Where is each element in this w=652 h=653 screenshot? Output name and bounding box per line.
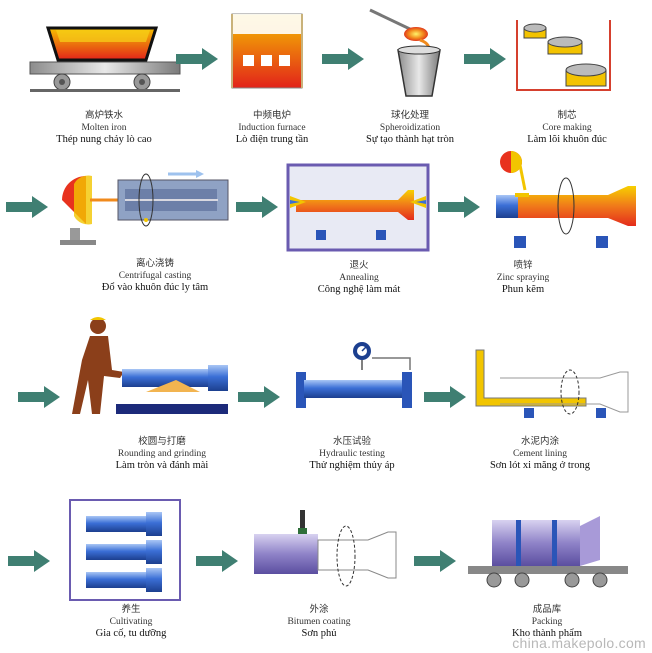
induction-furnace-illustration: [231, 13, 303, 89]
bitumen-coating-illustration: [254, 510, 397, 587]
caption-vi: Đổ vào khuôn đúc ly tâm: [101, 282, 209, 293]
caption-en: Spheroidization: [379, 123, 441, 133]
flow-arrow: [176, 48, 218, 70]
caption-en: Cement lining: [512, 449, 568, 459]
caption-cn: 球化处理: [390, 110, 429, 121]
caption-cn: 水压试验: [332, 436, 371, 447]
caption-cn: 离心浇铸: [135, 258, 174, 269]
cultivating-illustration: [69, 499, 181, 601]
caption-vi: Sơn lót xi măng ở trong: [489, 460, 591, 471]
caption-en: Cultivating: [109, 617, 153, 627]
rounding-grinding-illustration: [72, 317, 228, 414]
caption-cn: 养生: [121, 604, 141, 615]
flow-arrow: [6, 196, 48, 218]
caption-vi: Làm tròn và đánh mài: [115, 460, 209, 471]
caption-vi: Gia cố, tu dưỡng: [95, 628, 167, 639]
step-caption-core-making: 制芯 Core making Làm lõi khuôn đúc: [482, 110, 652, 146]
step-caption-cement-lining: 水泥内涂 Cement lining Sơn lót xi măng ở tro…: [455, 436, 625, 472]
flow-arrow: [238, 386, 280, 408]
flow-arrow: [322, 48, 364, 70]
zinc-spraying-illustration: [496, 151, 636, 248]
caption-vi: Làm lõi khuôn đúc: [527, 134, 607, 145]
watermark: china.makepolo.com: [512, 635, 646, 651]
caption-cn: 中频电炉: [252, 110, 291, 121]
caption-vi: Công nghệ làm mát: [317, 284, 401, 295]
caption-en: Core making: [542, 123, 592, 133]
step-caption-rounding-grinding: 校圆与打磨 Rounding and grinding Làm tròn và …: [77, 436, 247, 472]
step-caption-spheroidization: 球化处理 Spheroidization Sự tạo thành hạt tr…: [325, 110, 495, 146]
caption-vi: Kho thành phẩm: [512, 628, 582, 639]
caption-en: Molten iron: [81, 123, 127, 133]
caption-vi: Sơn phủ: [301, 628, 337, 639]
caption-en: Centrifugal casting: [118, 271, 192, 281]
caption-en: Hydraulic testing: [319, 449, 385, 459]
cement-lining-illustration: [475, 349, 629, 418]
caption-cn: 外涂: [309, 604, 329, 615]
step-caption-molten-iron: 高炉铁水 Molten iron Thép nung chảy lò cao: [19, 110, 189, 146]
centrifugal-casting-illustration: [60, 170, 229, 245]
caption-cn: 水泥内涂: [520, 436, 559, 447]
caption-cn: 退火: [349, 260, 369, 271]
caption-en: Annealing: [339, 273, 379, 283]
caption-cn: 制芯: [557, 110, 577, 121]
step-caption-centrifugal-casting: 离心浇铸 Centrifugal casting Đổ vào khuôn đú…: [70, 258, 240, 294]
caption-vi: Phun kẽm: [501, 284, 545, 295]
flow-arrow: [236, 196, 278, 218]
step-caption-packing: 成品库 Packing Kho thành phẩm: [462, 604, 632, 640]
caption-en: Zinc spraying: [496, 273, 550, 283]
flow-arrow: [18, 386, 60, 408]
caption-vi: Lò điện trung tần: [235, 134, 309, 145]
step-caption-zinc-spraying: 喷锌 Zinc spraying Phun kẽm: [438, 260, 608, 296]
annealing-illustration: [286, 163, 430, 252]
step-caption-induction-furnace: 中频电炉 Induction furnace Lò điện trung tần: [187, 110, 357, 146]
caption-en: Rounding and grinding: [117, 449, 207, 459]
step-caption-cultivating: 养生 Cultivating Gia cố, tu dưỡng: [46, 604, 216, 640]
flow-arrow: [438, 196, 480, 218]
caption-vi: Thử nghiệm thủy áp: [309, 460, 395, 471]
caption-vi: Thép nung chảy lò cao: [56, 134, 152, 145]
caption-vi: Sự tạo thành hạt tròn: [366, 134, 454, 145]
spheroidization-illustration: [369, 8, 441, 97]
flow-arrow: [196, 550, 238, 572]
flow-arrow: [8, 550, 50, 572]
molten-iron-illustration: [29, 26, 181, 92]
flow-arrow: [424, 386, 466, 408]
step-caption-bitumen-coating: 外涂 Bitumen coating Sơn phủ: [234, 604, 404, 640]
flow-arrow: [464, 48, 506, 70]
caption-en: Bitumen coating: [287, 617, 351, 627]
flow-arrow: [414, 550, 456, 572]
caption-en: Packing: [531, 617, 563, 627]
step-caption-annealing: 退火 Annealing Công nghệ làm mát: [274, 260, 444, 296]
caption-cn: 成品库: [532, 604, 562, 615]
caption-cn: 喷锌: [513, 260, 533, 271]
step-caption-hydraulic-testing: 水压试验 Hydraulic testing Thử nghiệm thủy á…: [267, 436, 437, 472]
caption-cn: 校圆与打磨: [138, 436, 186, 447]
packing-illustration: [468, 516, 628, 588]
core-making-illustration: [516, 20, 611, 91]
caption-cn: 高炉铁水: [84, 110, 123, 121]
hydraulic-testing-illustration: [296, 342, 412, 408]
caption-en: Induction furnace: [238, 123, 306, 133]
